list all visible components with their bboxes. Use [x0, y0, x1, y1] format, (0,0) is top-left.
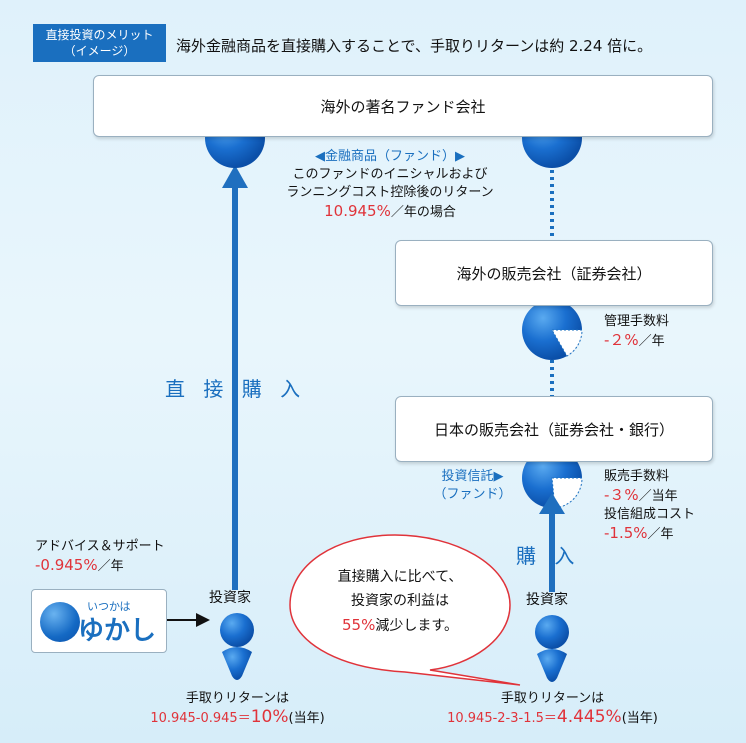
- advice-suffix: ／年: [97, 559, 124, 574]
- return-left-tail: (当年): [288, 711, 325, 726]
- investment-trust-label: 投資信託▶ （ファンド）: [425, 468, 520, 504]
- advice-value: -0.945%: [35, 556, 98, 574]
- japan-sales-box: 日本の販売会社（証券会社・銀行）: [395, 396, 713, 462]
- merit-tag-line2: （イメージ）: [63, 44, 136, 58]
- node-japan: [522, 448, 583, 509]
- investor-figure-left: [220, 613, 254, 680]
- japan-fees: 販売手数料 -３%／当年 投信組成コスト -1.5%／年: [604, 468, 695, 544]
- bubble-line3: 減少します。: [375, 618, 458, 634]
- return-right-tail: (当年): [621, 711, 658, 726]
- overseas-fee-value: -２%: [604, 331, 639, 349]
- sales-fee-suffix: ／当年: [638, 489, 678, 504]
- sales-fee-value: -３%: [604, 486, 639, 504]
- fund-note-line1: このファンドのイニシャルおよび: [292, 167, 488, 182]
- return-left-formula: 10.945-0.945＝: [150, 711, 251, 726]
- bubble-line1: 直接購入に比べて、: [337, 569, 463, 585]
- return-right-formula: 10.945-2-3-1.5＝: [447, 711, 557, 726]
- purchase-arrow: [539, 493, 565, 592]
- investment-trust-line2: （ファンド）: [433, 487, 512, 502]
- headline: 海外金融商品を直接購入することで、手取りリターンは約 2.24 倍に。: [176, 37, 653, 55]
- top-fund-company-label: 海外の著名ファンド会社: [320, 97, 486, 116]
- overseas-fee: 管理手数料 -２%／年: [604, 313, 669, 351]
- sales-fee-label: 販売手数料: [604, 469, 670, 484]
- fund-cost-label: 投信組成コスト: [604, 507, 696, 522]
- return-left-result: 10%: [250, 707, 289, 727]
- investment-trust-line1: 投資信託▶: [441, 469, 504, 484]
- speech-bubble: [289, 534, 521, 686]
- advice-support: アドバイス＆サポート -0.945%／年: [35, 538, 165, 576]
- yukashi-logo: いつかは ゆかし: [31, 589, 167, 653]
- node-overseas: [522, 300, 583, 360]
- bubble-text: 直接購入に比べて、 投資家の利益は 55%減少します。: [300, 565, 500, 638]
- return-right-result: 4.445%: [556, 707, 622, 727]
- direct-purchase-label: 直 接 購 入: [165, 377, 307, 401]
- return-left-label: 手取りリターンは: [185, 691, 290, 706]
- bubble-line2: 投資家の利益は: [351, 593, 449, 609]
- fund-note-line2: ランニングコスト控除後のリターン: [286, 185, 494, 200]
- merit-tag: 直接投資のメリット （イメージ）: [33, 24, 166, 62]
- fund-cost-suffix: ／年: [647, 527, 674, 542]
- overseas-sales-label: 海外の販売会社（証券会社）: [456, 264, 652, 283]
- logo-big-text: ゆかし: [78, 616, 157, 646]
- logo-to-investor-arrow: [167, 613, 210, 627]
- merit-tag-line1: 直接投資のメリット: [45, 28, 154, 42]
- fund-note-rate: 10.945%: [324, 202, 391, 220]
- bubble-pct: 55%: [342, 616, 376, 634]
- fund-note: ◀金融商品（ファンド）▶ このファンドのイニシャルおよび ランニングコスト控除後…: [270, 148, 510, 222]
- direct-purchase-arrow: [222, 165, 248, 590]
- japan-sales-label: 日本の販売会社（証券会社・銀行）: [433, 420, 674, 439]
- logo-mark-icon: [40, 602, 80, 642]
- fund-note-suffix: ／年の場合: [390, 205, 456, 220]
- top-fund-company-box: 海外の著名ファンド会社: [93, 75, 713, 137]
- overseas-fee-suffix: ／年: [638, 334, 665, 349]
- fund-cost-value: -1.5%: [604, 524, 648, 542]
- logo-small-text: いつかは: [87, 600, 131, 613]
- investor-left-label: 投資家: [209, 590, 251, 606]
- advice-label: アドバイス＆サポート: [35, 539, 165, 554]
- investor-right-label: 投資家: [526, 592, 568, 608]
- overseas-sales-box: 海外の販売会社（証券会社）: [395, 240, 713, 306]
- overseas-fee-label: 管理手数料: [604, 314, 670, 329]
- return-right: 手取りリターンは 10.945-2-3-1.5＝4.445%(当年): [420, 690, 685, 728]
- return-left: 手取りリターンは 10.945-0.945＝10%(当年): [120, 690, 355, 728]
- fund-note-title: ◀金融商品（ファンド）▶: [315, 149, 465, 164]
- return-right-label: 手取りリターンは: [500, 691, 605, 706]
- purchase-label: 購 入: [516, 544, 581, 568]
- investor-figure-right: [535, 615, 569, 682]
